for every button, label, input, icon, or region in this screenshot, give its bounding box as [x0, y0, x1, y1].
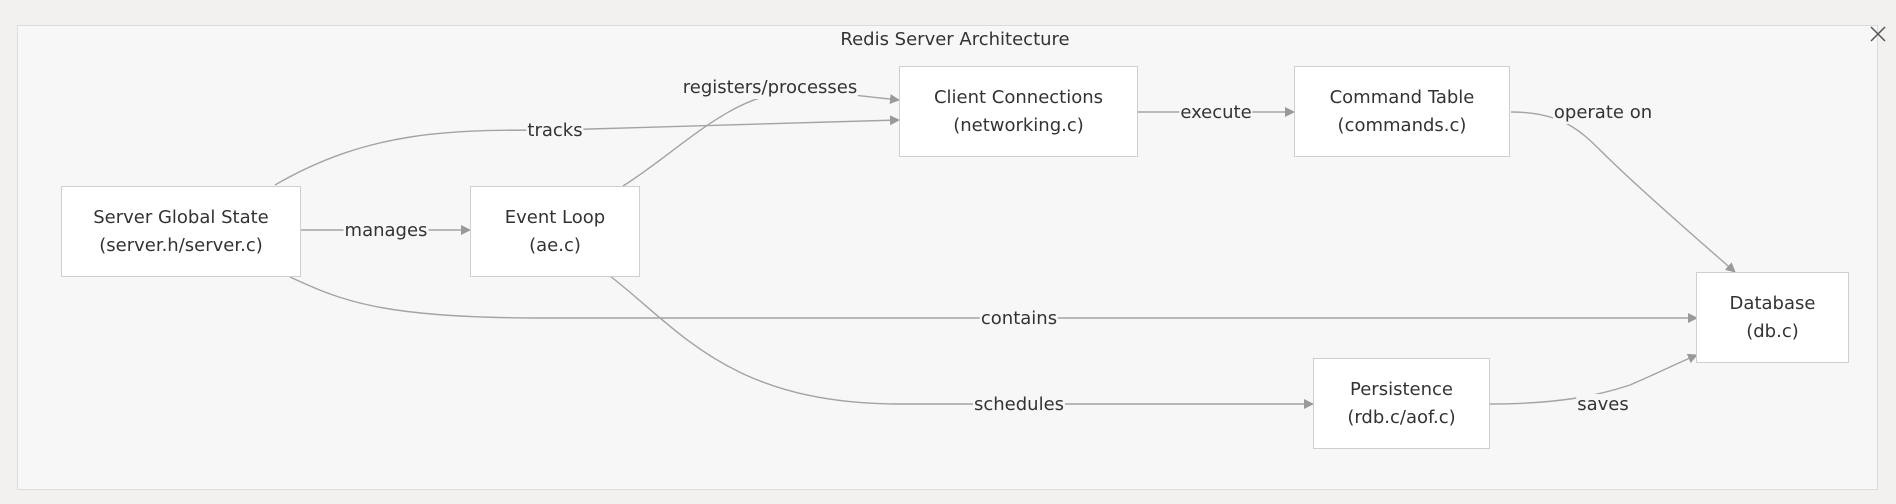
node-title: Client Connections — [933, 86, 1104, 108]
edge-saves — [1489, 353, 1698, 405]
node-subtitle: (commands.c) — [1337, 114, 1467, 136]
node-subtitle: (networking.c) — [953, 114, 1084, 136]
node-title: Event Loop — [504, 206, 606, 228]
edge-label-schedules: schedules — [972, 394, 1066, 416]
edge-label-contains: contains — [979, 308, 1059, 330]
node-subtitle: (server.h/server.c) — [99, 234, 263, 256]
edge-label-registers: registers/processes — [681, 77, 859, 99]
edge-label-manages: manages — [343, 220, 429, 242]
node-database[interactable]: Database (db.c) — [1696, 272, 1849, 363]
edge-contains — [289, 276, 1698, 323]
diagram-title: Redis Server Architecture — [840, 29, 1070, 50]
node-client-connections[interactable]: Client Connections (networking.c) — [899, 66, 1138, 157]
close-icon[interactable] — [1869, 25, 1887, 43]
node-subtitle: (rdb.c/aof.c) — [1347, 406, 1456, 428]
edge-label-operate: operate on — [1552, 102, 1654, 124]
edge-label-execute: execute — [1179, 102, 1253, 124]
edge-schedules — [609, 275, 1314, 409]
node-event-loop[interactable]: Event Loop (ae.c) — [470, 186, 640, 277]
edge-label-tracks: tracks — [526, 120, 584, 142]
node-subtitle: (ae.c) — [529, 234, 581, 256]
edge-tracks — [274, 115, 900, 186]
node-title: Server Global State — [93, 206, 269, 228]
node-server-global-state[interactable]: Server Global State (server.h/server.c) — [61, 186, 301, 277]
node-title: Persistence — [1350, 378, 1453, 400]
node-title: Database — [1729, 292, 1816, 314]
edge-registers — [622, 90, 900, 187]
edge-operate — [1510, 111, 1736, 273]
node-command-table[interactable]: Command Table (commands.c) — [1294, 66, 1510, 157]
node-subtitle: (db.c) — [1746, 320, 1799, 342]
node-title: Command Table — [1329, 86, 1475, 108]
node-persistence[interactable]: Persistence (rdb.c/aof.c) — [1313, 358, 1490, 449]
edge-label-saves: saves — [1576, 394, 1630, 416]
